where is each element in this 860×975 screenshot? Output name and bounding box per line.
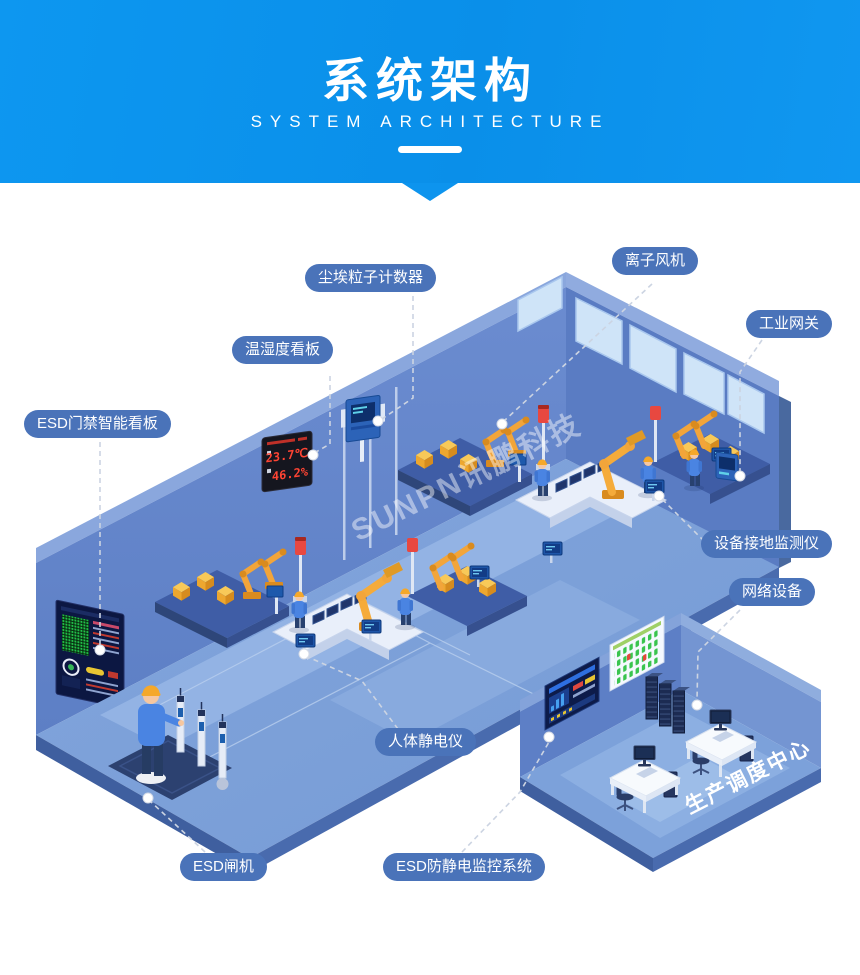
wall-pillar-line <box>369 400 372 548</box>
status-grid-board <box>609 615 665 692</box>
label-esd-access-board: ESD门禁智能看板 <box>24 410 171 438</box>
banner-notch <box>402 183 458 201</box>
window-pane <box>727 373 765 435</box>
leader-dots <box>94 415 746 804</box>
page-title: 系统架构 <box>322 54 538 107</box>
wall-pillar-line <box>343 414 346 560</box>
label-network-device: 网络设备 <box>729 578 816 606</box>
wall-pillar-line <box>395 387 398 535</box>
temp-humidity-led-board: 23.7℃ 46.2% <box>261 430 313 493</box>
hall-back-left-wall <box>36 287 566 735</box>
server-rack <box>645 673 690 734</box>
title-underline <box>398 146 462 153</box>
esd-access-dashboard-screen <box>55 599 125 709</box>
page-subtitle: SYSTEM ARCHITECTURE <box>250 112 610 131</box>
floor-slab-left <box>36 735 250 873</box>
control-room <box>520 613 821 872</box>
leader-esd-gate <box>149 800 206 853</box>
hall-windows <box>517 275 765 435</box>
label-esd-gate: ESD闸机 <box>180 853 267 881</box>
label-esd-monitoring-system: ESD防静电监控系统 <box>383 853 545 881</box>
leader-temp-humidity-board <box>315 376 331 453</box>
gate-person <box>138 685 184 776</box>
label-ion-fan: 离子风机 <box>612 247 699 275</box>
window-pane <box>517 275 563 333</box>
entrance-area <box>108 685 232 800</box>
label-temp-humidity-board: 温湿度看板 <box>232 336 334 364</box>
leader-grounding-monitor <box>661 498 705 542</box>
temperature-value: 23.7℃ <box>266 446 308 466</box>
window-pane <box>683 351 725 416</box>
leader-ion-fan <box>503 283 653 422</box>
room-slab-right <box>653 768 821 872</box>
header-banner: 系统架构 SYSTEM ARCHITECTURE <box>0 0 860 183</box>
industrial-gateway-device <box>715 451 739 482</box>
leader-lines <box>99 283 763 853</box>
leader-body-static-tester <box>307 656 399 730</box>
label-body-static-tester: 人体静电仪 <box>375 728 477 756</box>
hall-roof-right <box>566 272 779 396</box>
room-floor-path <box>620 756 740 822</box>
leader-industrial-gateway <box>739 339 763 472</box>
humidity-value: 46.2% <box>272 464 309 483</box>
room-roof-right <box>681 613 821 702</box>
floor-zone <box>330 580 640 742</box>
window-pane <box>575 296 623 366</box>
label-industrial-gateway: 工业网关 <box>746 310 833 338</box>
hall-roof-left <box>36 272 566 563</box>
room-slab-left <box>520 777 653 872</box>
window-pane <box>629 323 677 394</box>
label-dust-particle-counter: 尘埃粒子计数器 <box>305 264 437 292</box>
leader-network-device <box>696 609 741 701</box>
hall-right-outer-edge <box>779 396 791 568</box>
dust-particle-counter-device <box>341 394 385 463</box>
room-right-wall <box>681 625 821 768</box>
esd-monitoring-screen <box>544 656 600 731</box>
label-grounding-monitor: 设备接地监测仪 <box>701 530 833 558</box>
leader-esd-monitoring-system <box>461 741 550 853</box>
leader-dust-particle-counter <box>381 296 414 420</box>
esd-gate-mat <box>108 735 232 800</box>
